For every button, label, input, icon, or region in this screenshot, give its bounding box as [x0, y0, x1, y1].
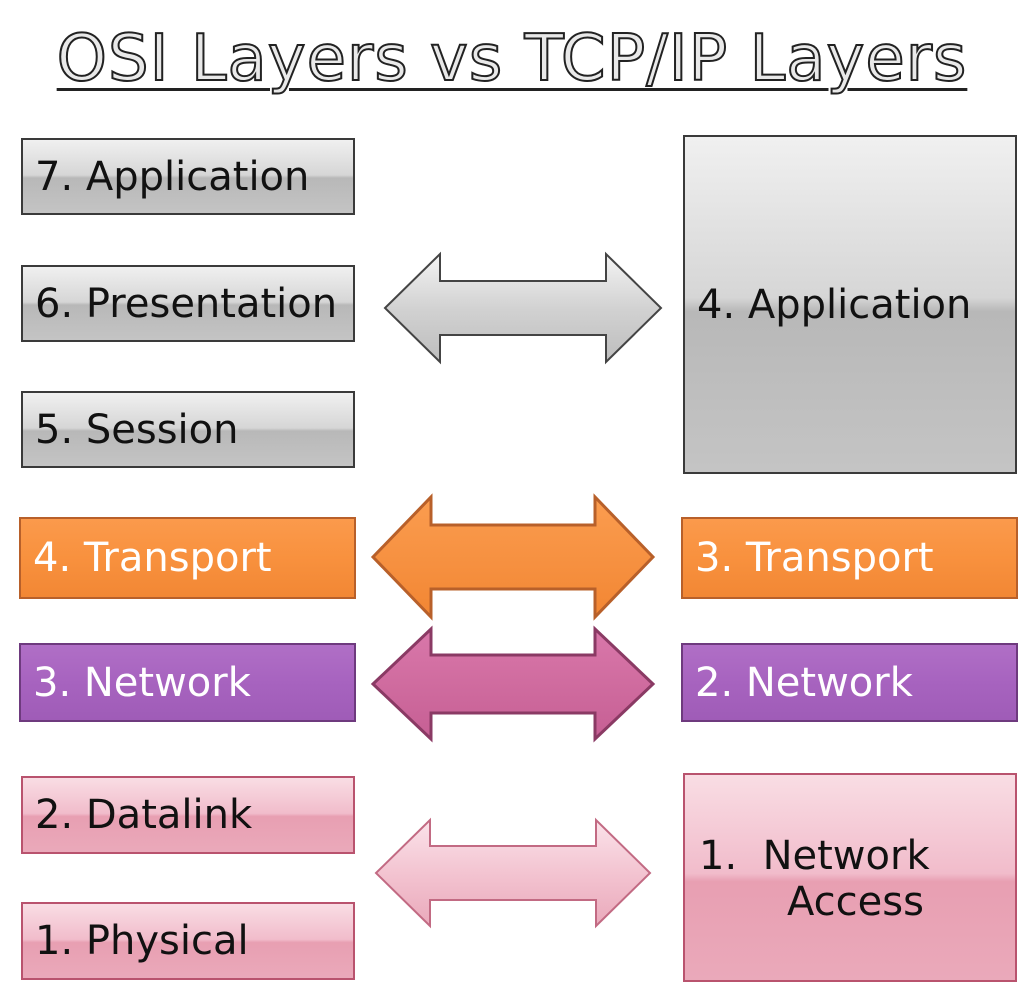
osi-layer-label: 2. Datalink — [35, 792, 253, 838]
tcpip-layer-label: 4. Application — [697, 281, 972, 328]
tcpip-layer-label: 3. Transport — [695, 535, 934, 581]
tcpip-layer-network-access: 1. Network Access — [683, 773, 1017, 982]
osi-layer-presentation: 6. Presentation — [21, 265, 355, 342]
osi-layer-application: 7. Application — [21, 138, 355, 215]
double-arrow-application — [383, 251, 663, 365]
osi-layer-label: 6. Presentation — [35, 280, 338, 327]
osi-layer-label: 5. Session — [35, 406, 239, 453]
osi-layer-network: 3. Network — [19, 643, 356, 722]
double-arrow-network-access — [374, 817, 652, 929]
double-arrow-network — [370, 625, 656, 743]
osi-layer-transport: 4. Transport — [19, 517, 356, 599]
osi-layer-label: 4. Transport — [33, 535, 272, 581]
osi-layer-label: 7. Application — [35, 153, 310, 200]
osi-layer-physical: 1. Physical — [21, 902, 355, 980]
diagram-title: OSI Layers vs TCP/IP Layers — [56, 21, 968, 97]
osi-layer-session: 5. Session — [21, 391, 355, 468]
osi-layer-datalink: 2. Datalink — [21, 776, 355, 854]
double-arrow-transport — [370, 493, 656, 621]
tcpip-layer-application: 4. Application — [683, 135, 1017, 474]
osi-layer-label: 3. Network — [33, 659, 251, 706]
tcpip-layer-network: 2. Network — [681, 643, 1018, 722]
tcpip-layer-label-line1: 1. Network — [699, 833, 930, 879]
tcpip-layer-transport: 3. Transport — [681, 517, 1018, 599]
tcpip-layer-label-line2: Access — [787, 879, 924, 925]
tcpip-layer-label: 2. Network — [695, 659, 913, 706]
osi-layer-label: 1. Physical — [35, 918, 249, 964]
